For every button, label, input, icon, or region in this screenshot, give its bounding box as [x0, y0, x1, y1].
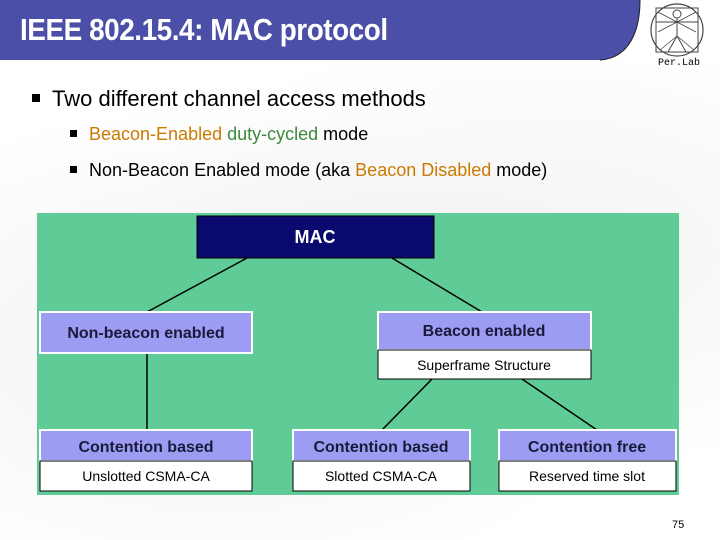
- leaf1-sub-box: [39, 460, 253, 492]
- page-number: 75: [672, 519, 685, 531]
- non-beacon-box: [39, 311, 253, 354]
- connector-mac-beacon: [391, 257, 483, 313]
- mac-diagram: MAC Non-beacon enabled Beacon enabled Su…: [37, 213, 679, 495]
- bullet-sub-1: Beacon-Enabled duty-cycled mode: [70, 124, 368, 145]
- beacon-disabled-text: Beacon Disabled: [355, 160, 492, 180]
- leaf3-sub-box: [498, 460, 677, 492]
- slide-title: IEEE 802.15.4: MAC protocol: [20, 12, 388, 47]
- leaf2-box: [292, 429, 471, 462]
- leaf1-box: [39, 429, 253, 462]
- leaf1-sub: Unslotted CSMA-CA: [82, 468, 210, 484]
- leaf2-sub: Slotted CSMA-CA: [325, 468, 438, 484]
- title-bar: [0, 0, 641, 61]
- bullet-main-text: Two different channel access methods: [52, 86, 426, 111]
- logo-label: Per.Lab: [657, 58, 700, 69]
- beacon-label: Beacon enabled: [423, 323, 546, 340]
- vitruvian-logo-icon: [650, 3, 704, 57]
- bullet-marker-icon: [32, 94, 40, 103]
- bullet-marker-icon: [70, 129, 77, 137]
- superframe-box: [377, 349, 592, 380]
- mode-text: mode: [318, 124, 369, 144]
- mode-close-text: mode): [491, 160, 548, 180]
- connector-beacon-leaf2: [381, 378, 433, 431]
- connector-beacon-leaf3: [521, 378, 598, 431]
- leaf1-title: Contention based: [78, 439, 213, 456]
- superframe-label: Superframe Structure: [417, 357, 551, 373]
- leaf3-sub: Reserved time slot: [529, 468, 645, 484]
- mac-box: [196, 215, 435, 259]
- leaf2-sub-box: [292, 460, 471, 492]
- leaf2-title: Contention based: [313, 439, 448, 456]
- non-beacon-label: Non-beacon enabled: [67, 325, 224, 342]
- bullet-sub-2: Non-Beacon Enabled mode (aka Beacon Disa…: [70, 160, 547, 181]
- mac-label: MAC: [295, 227, 336, 247]
- beacon-enabled-text: Beacon-Enabled: [89, 124, 223, 144]
- leaf3-title: Contention free: [528, 439, 646, 456]
- beacon-box: [377, 311, 592, 351]
- connector-mac-nonbeacon: [146, 257, 248, 313]
- mac-diagram-svg: MAC Non-beacon enabled Beacon enabled Su…: [39, 215, 677, 492]
- non-beacon-text: Non-Beacon Enabled mode (aka: [89, 160, 356, 180]
- bullet-main: Two different channel access methods: [32, 86, 426, 112]
- bullet-marker-icon: [70, 165, 77, 173]
- duty-cycled-text: duty-cycled: [227, 124, 319, 144]
